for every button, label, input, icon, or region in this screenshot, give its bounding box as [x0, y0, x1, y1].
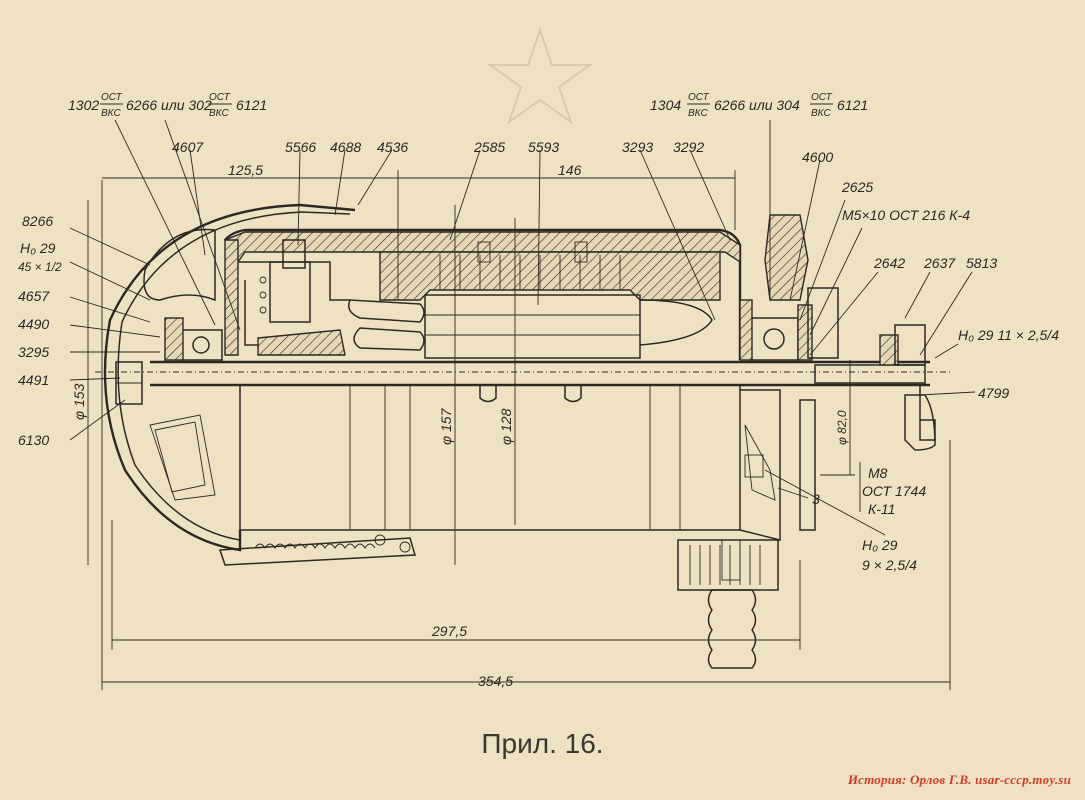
left-cover — [103, 203, 416, 566]
label-5593: 5593 — [528, 139, 559, 155]
label-bearing-right-frac2-num: ОСТ — [811, 92, 833, 103]
label-2625: 2625 — [841, 179, 873, 195]
label-bearing-left-a: 1302 — [68, 97, 99, 113]
watermark-text: История: Орлов Г.В. usar-cccp.moy.su — [847, 772, 1071, 787]
stator-teeth — [439, 255, 621, 290]
label-bearing-left-b: 6266 или 302 — [126, 97, 212, 113]
label-bearing-left-frac1-den: ВКС — [101, 108, 121, 119]
figure-caption: Прил. 16. — [481, 728, 604, 759]
label-5813: 5813 — [966, 255, 997, 271]
dim-phi-128: φ 128 — [498, 408, 514, 445]
label-3295: 3295 — [18, 344, 49, 360]
generator-upper-section — [95, 214, 950, 441]
label-2637: 2637 — [923, 255, 956, 271]
label-4491: 4491 — [18, 372, 49, 388]
label-thread-right: Н₀ 29 11 × 2,5/4 — [958, 327, 1059, 343]
label-2585: 2585 — [473, 139, 505, 155]
label-bearing-left-frac1-num: ОСТ — [101, 92, 123, 103]
label-4607: 4607 — [172, 139, 204, 155]
label-8266: 8266 — [22, 213, 53, 229]
label-4600: 4600 — [802, 149, 833, 165]
label-4799: 4799 — [978, 385, 1009, 401]
label-bearing-right-frac2-den: ВКС — [811, 108, 831, 119]
label-bolt-1: М8 — [868, 465, 888, 481]
label-thread-low-1: Н₀ 29 — [862, 537, 898, 553]
faint-star-emblem — [486, 26, 594, 125]
label-4536: 4536 — [377, 139, 408, 155]
callout-labels: 1302 ОСТ ВКС 6266 или 302 ОСТ ВКС 6121 1… — [18, 92, 1059, 573]
label-bearing-right-a: 1304 — [650, 97, 681, 113]
dimension-labels: 125,5 146 297,5 354,5 φ 153 φ 157 φ 128 … — [71, 162, 849, 689]
dim-phi-157: φ 157 — [438, 407, 454, 445]
label-3292: 3292 — [673, 139, 704, 155]
label-screw: М5×10 ОСТ 216 К-4 — [842, 207, 970, 223]
generator-lower-view — [239, 384, 936, 669]
label-bolt-2: ОСТ 1744 — [862, 483, 926, 499]
dim-146: 146 — [558, 162, 582, 178]
label-4490: 4490 — [18, 316, 49, 332]
dim-354-5: 354,5 — [478, 673, 513, 689]
label-thread-left-2: 45 × 1/2 — [18, 260, 62, 274]
dim-297-5: 297,5 — [431, 623, 467, 639]
label-bearing-left-c: 6121 — [236, 97, 267, 113]
label-6130: 6130 — [18, 432, 49, 448]
label-thread-low-2: 9 × 2,5/4 — [862, 557, 917, 573]
label-bearing-right-frac1-den: ВКС — [688, 108, 708, 119]
label-bearing-right-b: 6266 или 304 — [714, 97, 800, 113]
label-bolt-3: К-11 — [868, 501, 895, 517]
label-4657: 4657 — [18, 288, 50, 304]
label-bearing-left-frac2-den: ВКС — [209, 108, 229, 119]
leader-lines — [69, 119, 976, 536]
label-3293: 3293 — [622, 139, 653, 155]
label-thread-left-1: Н₀ 29 — [20, 240, 56, 256]
dim-125-5: 125,5 — [228, 162, 263, 178]
label-bearing-left-frac2-num: ОСТ — [209, 92, 231, 103]
label-bearing-right-c: 6121 — [837, 97, 868, 113]
dim-phi-82: φ 82,0 — [835, 410, 849, 445]
label-4688: 4688 — [330, 139, 361, 155]
label-num3: 3 — [812, 491, 820, 507]
label-bearing-right-frac1-num: ОСТ — [688, 92, 710, 103]
dim-phi-153: φ 153 — [71, 383, 87, 420]
label-2642: 2642 — [873, 255, 905, 271]
label-5566: 5566 — [285, 139, 316, 155]
dimension-lines — [87, 170, 951, 690]
